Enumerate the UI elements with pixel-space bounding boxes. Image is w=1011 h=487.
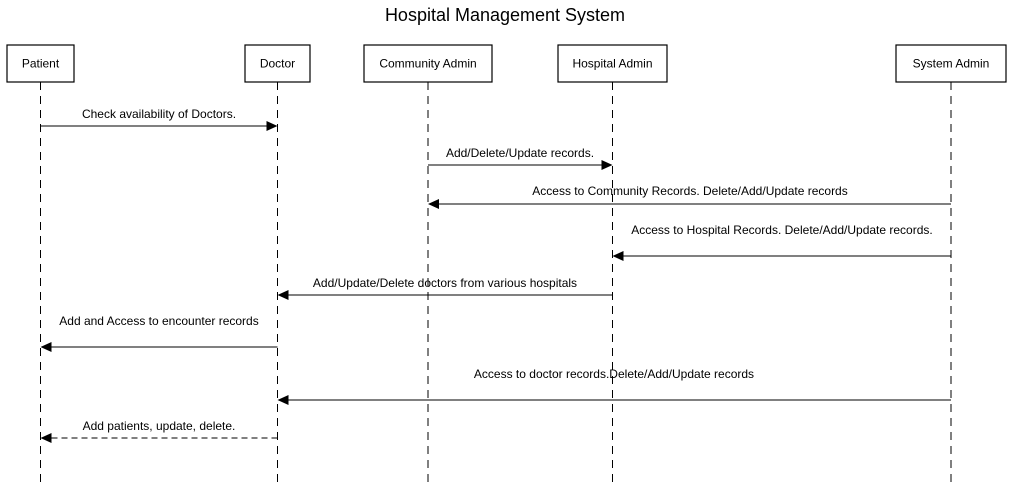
actor-label: Hospital Admin xyxy=(572,57,652,71)
actor-label: System Admin xyxy=(913,57,990,71)
message-label: Check availability of Doctors. xyxy=(82,107,236,121)
message-7: Access to doctor records.Delete/Add/Upda… xyxy=(277,367,951,405)
actor-doctor: Doctor xyxy=(244,44,311,83)
actors: Patient Doctor Community Admin Hospital Adm… xyxy=(6,44,1007,83)
actor-label: Patient xyxy=(22,57,60,71)
message-label: Access to Hospital Records. Delete/Add/U… xyxy=(631,223,932,237)
message-label: Add patients, update, delete. xyxy=(83,419,236,433)
actor-label: Community Admin xyxy=(379,57,476,71)
message-label: Access to Community Records. Delete/Add/… xyxy=(532,184,847,198)
message-2: Add/Delete/Update records. xyxy=(428,146,613,170)
lifelines xyxy=(40,82,952,487)
arrowhead xyxy=(428,199,439,209)
message-label: Add/Update/Delete doctors from various h… xyxy=(313,276,577,290)
arrowhead xyxy=(40,433,52,443)
message-5: Add/Update/Delete doctors from various h… xyxy=(277,276,613,300)
actor-box xyxy=(6,44,75,83)
actor-box xyxy=(363,44,493,83)
actor-box xyxy=(244,44,311,83)
actor-box xyxy=(557,44,668,83)
actor-hospital-admin: Hospital Admin xyxy=(557,44,668,83)
arrowhead xyxy=(266,121,278,131)
arrowhead xyxy=(612,251,624,261)
arrowhead xyxy=(601,160,613,170)
arrowhead xyxy=(277,290,289,300)
message-label: Add and Access to encounter records xyxy=(59,314,258,328)
message-1: Check availability of Doctors. xyxy=(40,107,278,131)
actor-system-admin: System Admin xyxy=(895,44,1007,83)
actor-box xyxy=(895,44,1007,83)
message-6: Add and Access to encounter records xyxy=(40,314,278,352)
message-label: Add/Delete/Update records. xyxy=(446,146,594,160)
messages: Check availability of Doctors. Add/Delete… xyxy=(40,107,951,443)
actor-community-admin: Community Admin xyxy=(363,44,493,83)
arrowhead xyxy=(277,395,289,405)
message-4: Access to Hospital Records. Delete/Add/U… xyxy=(612,223,951,261)
actor-label: Doctor xyxy=(260,57,295,71)
arrowhead xyxy=(40,342,52,352)
message-label: Access to doctor records.Delete/Add/Upda… xyxy=(474,367,754,381)
message-8: Add patients, update, delete. xyxy=(40,419,278,443)
message-3: Access to Community Records. Delete/Add/… xyxy=(428,184,951,209)
diagram-title: Hospital Management System xyxy=(385,5,625,25)
actor-patient: Patient xyxy=(6,44,75,83)
